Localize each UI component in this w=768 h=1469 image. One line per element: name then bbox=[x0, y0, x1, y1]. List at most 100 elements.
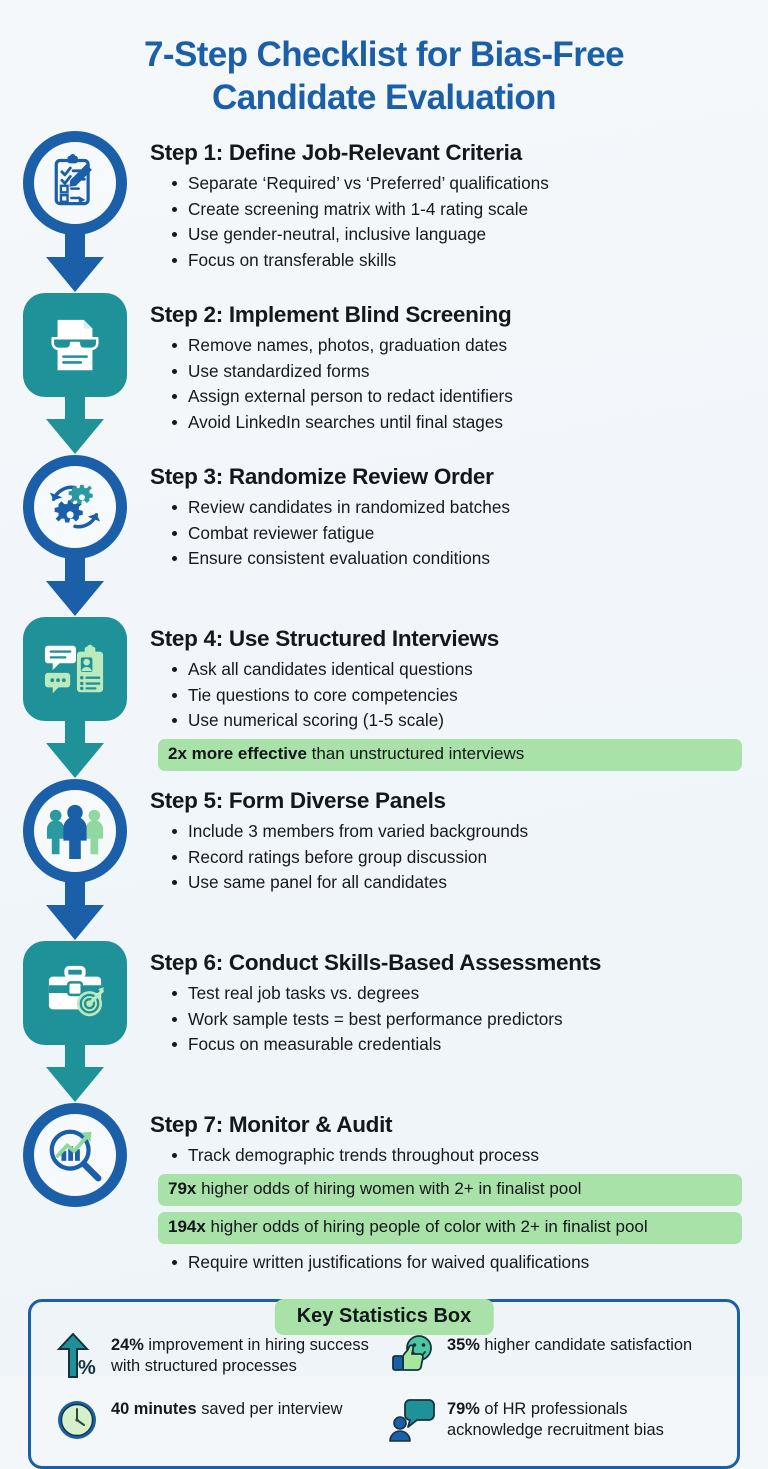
step-node-7 bbox=[23, 1103, 127, 1208]
clipboard-checklist-icon bbox=[54, 154, 92, 206]
step-bullet: Use same panel for all candidates bbox=[170, 870, 742, 894]
clock-icon bbox=[53, 1396, 101, 1444]
step-connector bbox=[0, 879, 150, 941]
step-title: Step 6: Conduct Skills-Based Assessments bbox=[150, 950, 602, 976]
step-highlight-callout: 194x higher odds of hiring people of col… bbox=[158, 1211, 742, 1244]
stat-text: 35% higher candidate satisfaction bbox=[447, 1332, 692, 1356]
step-row: Step 6: Conduct Skills-Based Assessments… bbox=[0, 941, 768, 1103]
highlight-text: higher odds of hiring women with 2+ in f… bbox=[196, 1178, 582, 1198]
step-connector-arrow bbox=[46, 231, 104, 293]
step-bullet: Tie questions to core competencies bbox=[170, 683, 742, 707]
step-node-circle bbox=[23, 1103, 127, 1208]
step-node-circle bbox=[23, 455, 127, 560]
step-bullet-list: Track demographic trends throughout proc… bbox=[150, 1143, 742, 1167]
step-connector bbox=[0, 555, 150, 617]
step-node-square bbox=[23, 941, 127, 1046]
key-statistics-section: Key Statistics Box % 24% improvement in … bbox=[28, 1299, 740, 1469]
stat-metric: 79% bbox=[447, 1400, 480, 1419]
step-connector-arrow bbox=[46, 555, 104, 617]
step-bullet: Ask all candidates identical questions bbox=[170, 657, 742, 681]
step-connector-arrow bbox=[46, 1041, 104, 1103]
stat-item: 79% of HR professionals acknowledge recr… bbox=[389, 1396, 715, 1444]
three-people-panel-icon bbox=[46, 805, 104, 860]
step-highlight-callout: 79x higher odds of hiring women with 2+ … bbox=[158, 1173, 742, 1206]
step-bullet: Work sample tests = best performance pre… bbox=[170, 1007, 742, 1031]
step-bullet-list: Include 3 members from varied background… bbox=[150, 819, 742, 894]
step-rail bbox=[0, 617, 150, 779]
stat-description: of HR professionals acknowledge recruitm… bbox=[447, 1400, 664, 1440]
step-title: Step 7: Monitor & Audit bbox=[150, 1112, 393, 1138]
step-bullet: Use gender-neutral, inclusive language bbox=[170, 222, 742, 246]
gears-refresh-icon bbox=[49, 485, 101, 529]
step-rail bbox=[0, 779, 150, 941]
step-bullet: Separate ‘Required’ vs ‘Preferred’ quali… bbox=[170, 171, 742, 195]
step-node-circle bbox=[23, 779, 127, 884]
step-node-1 bbox=[23, 131, 127, 236]
step-rail bbox=[0, 131, 150, 293]
step-bullet: Include 3 members from varied background… bbox=[170, 819, 742, 843]
stat-description: higher candidate satisfaction bbox=[479, 1336, 693, 1355]
highlight-text: than unstructured interviews bbox=[306, 743, 525, 763]
briefcase-target-icon bbox=[48, 966, 104, 1017]
chat-clipboard-interview-icon bbox=[44, 645, 104, 694]
step-bullet: Assign external person to redact identif… bbox=[170, 384, 742, 408]
highlight-metric: 194x bbox=[168, 1216, 206, 1236]
smiley-thumbs-up-icon bbox=[389, 1332, 437, 1380]
step-node-3 bbox=[23, 455, 127, 560]
step-bullet: Review candidates in randomized batches bbox=[170, 495, 742, 519]
step-connector-arrow bbox=[46, 393, 104, 455]
smiley-thumbs-up-icon bbox=[392, 1335, 432, 1371]
up-arrow-percent-icon: % bbox=[53, 1332, 101, 1380]
step-connector bbox=[0, 717, 150, 779]
stat-metric: 24% bbox=[111, 1336, 144, 1355]
step-title: Step 4: Use Structured Interviews bbox=[150, 626, 499, 652]
step-title: Step 1: Define Job-Relevant Criteria bbox=[150, 140, 522, 166]
step-connector-arrow bbox=[46, 717, 104, 779]
document-sunglasses-icon bbox=[51, 320, 99, 371]
step-rail bbox=[0, 941, 150, 1103]
step-bullet: Test real job tasks vs. degrees bbox=[170, 981, 742, 1005]
step-highlight-callout: 2x more effective than unstructured inte… bbox=[158, 738, 742, 771]
step-node-circle bbox=[23, 131, 127, 236]
stat-description: improvement in hiring success with struc… bbox=[111, 1336, 369, 1376]
step-title: Step 3: Randomize Review Order bbox=[150, 464, 494, 490]
step-connector bbox=[0, 393, 150, 455]
step-bullet: Create screening matrix with 1-4 rating … bbox=[170, 197, 742, 221]
step-content: Step 6: Conduct Skills-Based Assessments… bbox=[150, 941, 768, 1057]
step-bullet: Avoid LinkedIn searches until final stag… bbox=[170, 410, 742, 434]
clock-icon bbox=[58, 1401, 96, 1440]
step-bullet: Combat reviewer fatigue bbox=[170, 521, 742, 545]
highlight-metric: 2x more effective bbox=[168, 743, 307, 763]
step-connector bbox=[0, 231, 150, 293]
stat-text: 79% of HR professionals acknowledge recr… bbox=[447, 1396, 715, 1442]
step-node-square bbox=[23, 617, 127, 722]
step-connector-arrow bbox=[46, 879, 104, 941]
highlight-text: higher odds of hiring people of color wi… bbox=[205, 1216, 648, 1236]
person-speech-bubble-icon bbox=[389, 1399, 435, 1442]
step-rail bbox=[0, 293, 150, 455]
step-rail bbox=[0, 1103, 150, 1208]
page-title-line-2: Candidate Evaluation bbox=[212, 77, 557, 117]
step-bullet: Record ratings before group discussion bbox=[170, 845, 742, 869]
step-node-2 bbox=[23, 293, 127, 398]
page-title: 7-Step Checklist for Bias-Free Candidate… bbox=[0, 0, 768, 131]
step-bullet-list-after: Require written justifications for waive… bbox=[150, 1250, 742, 1274]
stat-metric: 40 minutes bbox=[111, 1400, 197, 1419]
up-arrow-percent-icon: % bbox=[56, 1333, 96, 1379]
step-node-6 bbox=[23, 941, 127, 1046]
step-bullet: Focus on measurable credentials bbox=[170, 1032, 742, 1056]
